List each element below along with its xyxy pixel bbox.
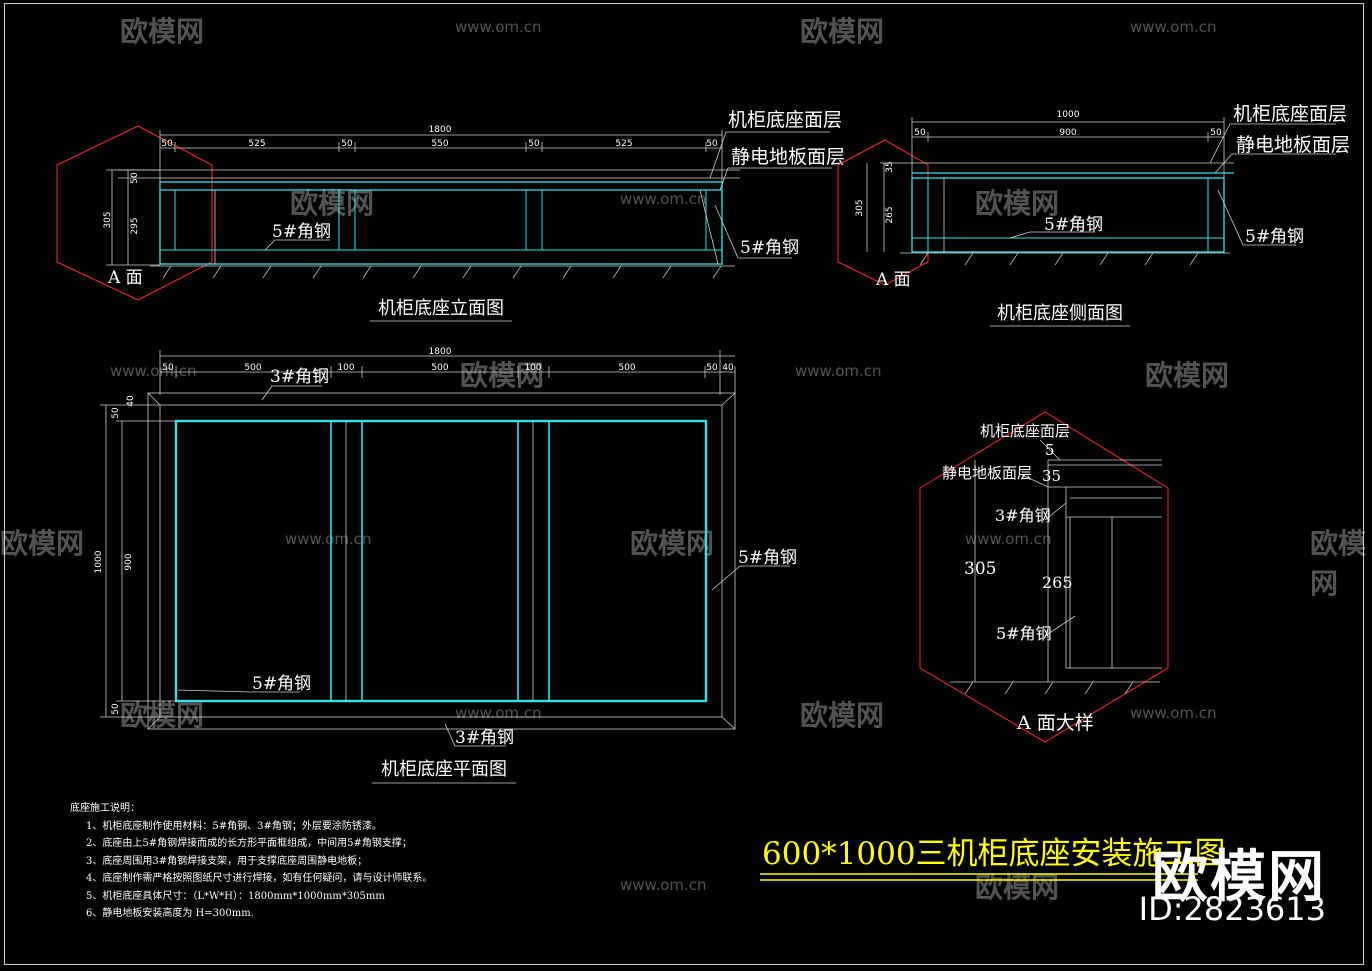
label-angle-steel-3: 3#角钢 <box>995 506 1051 525</box>
dim-left: 50 <box>130 172 140 184</box>
dim-left: 265 <box>885 206 895 223</box>
dim-seg: 550 <box>431 139 448 149</box>
side-view: 1000 50 900 50 305 265 35 <box>837 103 1350 327</box>
dim-left: 305 <box>103 211 113 228</box>
dim-seg: 50 <box>162 363 174 373</box>
dim-305: 305 <box>964 559 996 579</box>
dim-seg: 100 <box>524 363 541 373</box>
dim-seg: 50 <box>341 139 353 149</box>
dim-seg: 50 <box>914 128 926 138</box>
elevation-frame <box>159 181 723 265</box>
dim-seg: 50 <box>706 139 718 149</box>
dim-total: 1000 <box>1057 110 1080 120</box>
main-title: 600*1000三机柜底座安装施工图 <box>762 836 1226 872</box>
notes-item: 4、底座制作需严格按照图纸尺寸进行焊接，如有任何疑问，请与设计师联系。 <box>86 873 433 884</box>
label-angle-steel-3: 3#角钢 <box>270 367 329 387</box>
dim-265: 265 <box>1042 573 1073 592</box>
dim-left: 40 <box>126 395 136 407</box>
detail-a-view: 机柜底座面层 静电地板面层 3#角钢 5#角钢 5 35 305 265 A 面… <box>919 411 1169 743</box>
dim-5: 5 <box>1045 441 1055 459</box>
dim-left: 35 <box>885 161 895 172</box>
notes-item: 2、底座由上5#角钢焊接而成的长方形平面框组成，中间用5#角钢支撑； <box>86 838 412 849</box>
dim-total: 1800 <box>429 125 452 135</box>
view-title: 机柜底座平面图 <box>381 759 507 780</box>
dim-left: 1000 <box>94 550 104 573</box>
section-marker-a <box>837 139 929 286</box>
dim-seg: 100 <box>337 363 354 373</box>
notes-item: 1、机柜底座制作使用材料：5#角钢、3#角钢；外层要涂防锈漆。 <box>86 820 382 832</box>
dim-left: 900 <box>124 553 134 570</box>
ground-hatch <box>919 252 1199 266</box>
ground-hatch <box>964 681 1134 695</box>
dim-35: 35 <box>1042 467 1061 485</box>
label-section-a: A 面 <box>875 270 911 290</box>
plan-frame <box>174 419 708 703</box>
dim-seg: 50 <box>528 139 540 149</box>
plan-view: 1800 50 500 100 500 100 500 50 40 <box>94 347 797 784</box>
label-angle-steel: 5#角钢 <box>272 222 331 242</box>
label-angle-steel-5: 5#角钢 <box>738 548 797 568</box>
label-angle-steel-3: 3#角钢 <box>455 728 514 748</box>
detail-boundary <box>919 411 1169 743</box>
ground-hatch <box>162 265 722 279</box>
view-title: 机柜底座侧面图 <box>997 303 1123 324</box>
view-title: A 面大样 <box>1016 712 1094 734</box>
drawing-border <box>4 3 1364 965</box>
label-angle-steel: 5#角钢 <box>1044 215 1103 235</box>
label-cabinet-top: 机柜底座面层 <box>980 422 1070 440</box>
elevation-view: 1800 50 525 50 550 50 525 50 <box>56 109 845 322</box>
label-angle-steel: 5#角钢 <box>1245 227 1304 247</box>
label-cabinet-top: 机柜底座面层 <box>1233 103 1347 125</box>
dim-seg: 500 <box>618 363 635 373</box>
dim-seg: 500 <box>244 363 261 373</box>
label-floor-top: 静电地板面层 <box>1236 134 1350 156</box>
dim-total: 1800 <box>429 347 452 357</box>
label-section-a: A 面 <box>107 268 143 288</box>
construction-notes: 底座施工说明： 1、机柜底座制作使用材料：5#角钢、3#角钢；外层要涂防锈漆。 … <box>70 800 432 923</box>
section-marker-a <box>56 125 213 301</box>
dim-seg: 525 <box>248 139 265 149</box>
dim-seg: 50 <box>706 363 718 373</box>
label-cabinet-top: 机柜底座面层 <box>728 109 842 131</box>
side-frame <box>911 177 1225 253</box>
label-angle-steel-5: 5#角钢 <box>996 624 1052 643</box>
dim-seg: 40 <box>722 363 734 373</box>
dim-seg: 50 <box>161 139 173 149</box>
label-floor-top: 静电地板面层 <box>942 464 1032 482</box>
id-watermark: ID:2823613 <box>1138 890 1326 928</box>
view-title: 机柜底座立面图 <box>378 298 504 319</box>
dim-left: 50 <box>111 407 121 419</box>
notes-item: 6、静电地板安装高度为 H=300mm. <box>86 908 254 919</box>
dim-seg: 525 <box>615 139 632 149</box>
dim-left: 305 <box>855 199 865 216</box>
notes-item: 3、底座周围用3#角钢焊接支架，用于支撑底座周围静电地板； <box>86 855 368 867</box>
dim-left: 50 <box>111 703 121 715</box>
brand-watermark: 欧模网 <box>1152 845 1326 910</box>
dim-left: 295 <box>130 217 140 234</box>
dim-seg: 500 <box>431 363 448 373</box>
notes-heading: 底座施工说明： <box>70 803 140 814</box>
label-angle-steel-5: 5#角钢 <box>252 674 311 694</box>
label-floor-top: 静电地板面层 <box>731 146 845 168</box>
notes-item: 5、机柜底座具体尺寸：（L*W*H）：1800mm*1000mm*305mm <box>86 890 385 902</box>
dim-seg: 900 <box>1059 128 1076 138</box>
dim-seg: 50 <box>1210 128 1222 138</box>
label-angle-steel: 5#角钢 <box>740 238 799 258</box>
